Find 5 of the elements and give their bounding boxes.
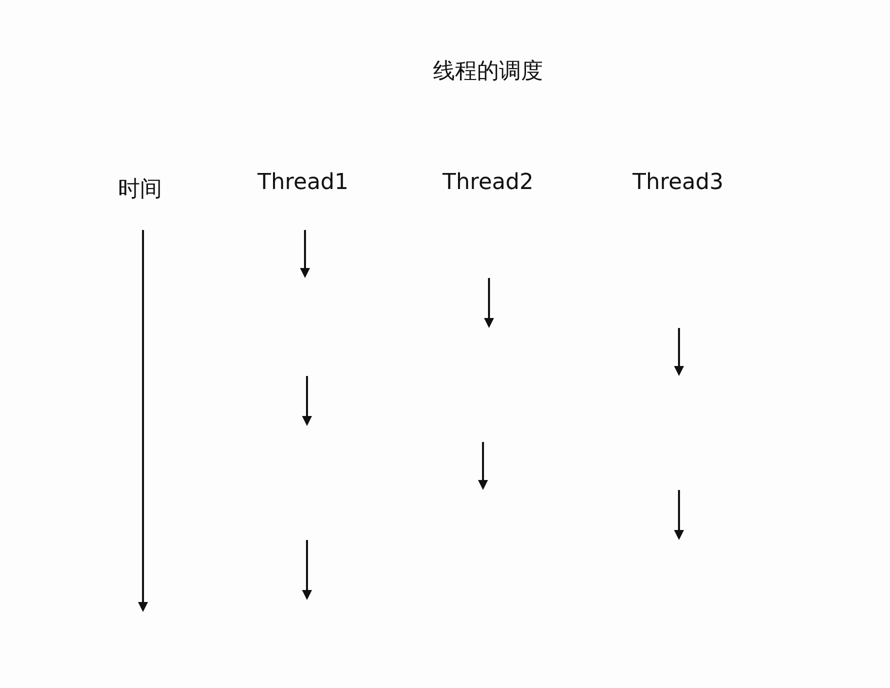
diagram-title: 线程的调度 <box>433 58 543 86</box>
axis-label: 时间 <box>118 176 162 204</box>
column-header: Thread1 <box>258 170 348 195</box>
column-header: Thread3 <box>632 170 724 195</box>
column-header: Thread2 <box>442 170 534 195</box>
